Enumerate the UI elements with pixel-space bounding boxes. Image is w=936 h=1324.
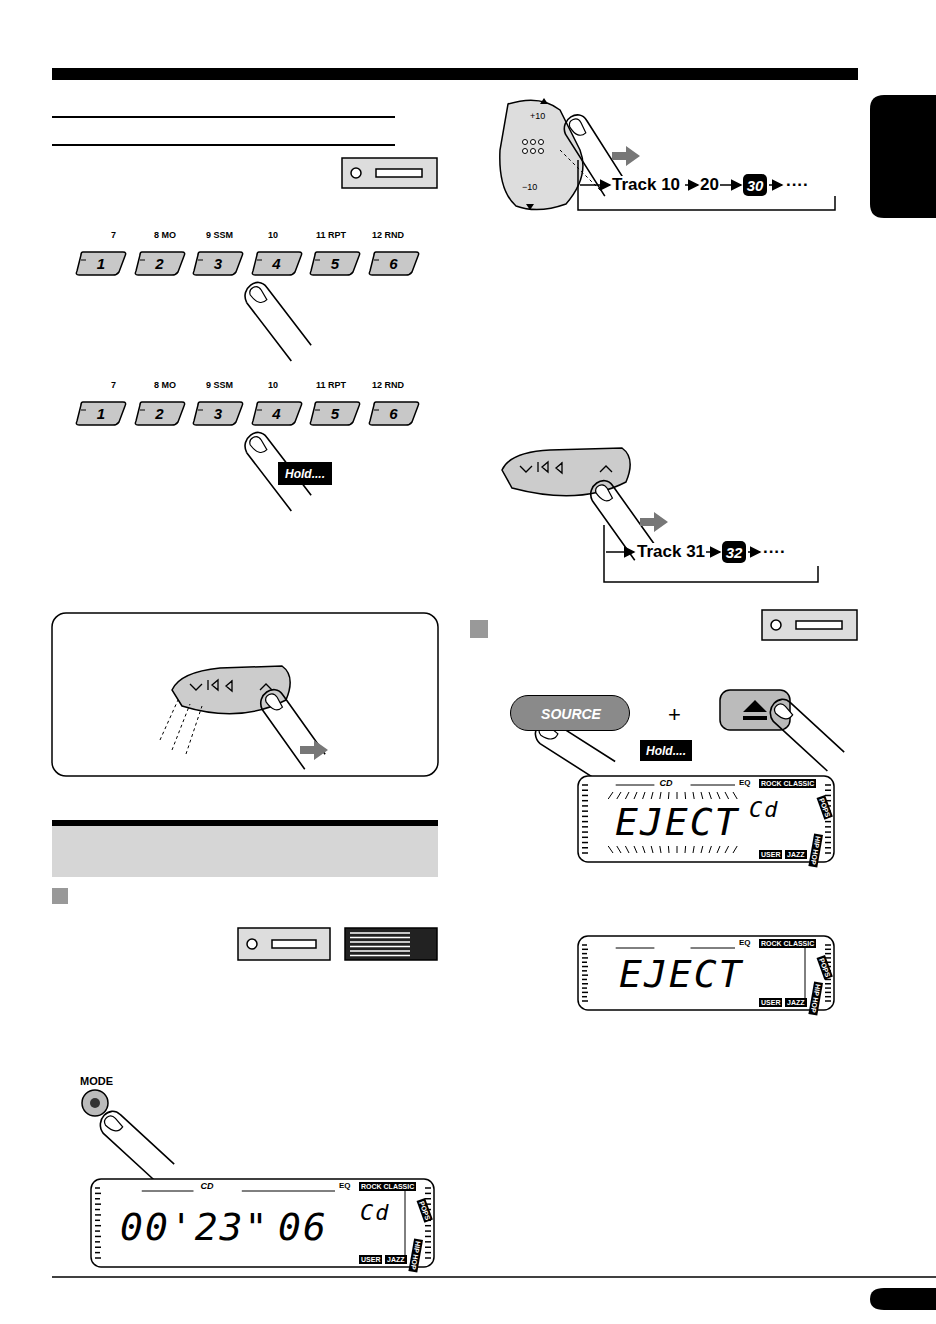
track-sequence: ···· <box>786 176 809 193</box>
display-text: CD <box>200 1182 213 1191</box>
button-caption: 7 <box>111 381 116 390</box>
button-caption: 9 SSM <box>206 231 233 240</box>
display-text: EQ <box>339 1182 351 1190</box>
preset-button: 5 <box>309 250 361 276</box>
button-number: 5 <box>331 256 339 271</box>
button-caption: 8 MO <box>154 381 176 390</box>
button-number: 4 <box>272 256 280 271</box>
lcd-display: EQROCK CLASSICPOPSHIP HOPUSERJAZZEJECT <box>577 935 835 1011</box>
display-text: Cd <box>360 1202 391 1224</box>
button-number: 2 <box>155 256 163 271</box>
preset-button: 4 <box>251 250 303 276</box>
display-text: ROCK CLASSIC <box>759 779 816 788</box>
button-number: 6 <box>389 256 397 271</box>
button-number: 1 <box>97 256 105 271</box>
preset-button: 3 <box>192 250 244 276</box>
remote-key-label: +10 <box>530 112 545 121</box>
track-sequence: ···· <box>763 543 786 560</box>
track-number: 32 <box>726 545 743 560</box>
display-text: EJECT <box>619 955 743 993</box>
source-button: SOURCE <box>510 695 630 731</box>
display-text: JAZZ <box>385 1255 407 1264</box>
track-sequence: Track 31 <box>637 543 705 560</box>
display-text: ROCK CLASSIC <box>359 1182 416 1191</box>
plus-sign: + <box>668 704 681 726</box>
preset-button: 6 <box>368 250 420 276</box>
display-text: ROCK CLASSIC <box>759 939 816 948</box>
display-text: JAZZ <box>785 998 807 1007</box>
track-sequence: Track 10 <box>612 176 680 193</box>
hold-text: Hold.... <box>646 745 686 757</box>
track-number-box: 32 <box>722 541 746 563</box>
preset-button: 2 <box>134 400 186 426</box>
button-caption: 10 <box>268 231 278 240</box>
display-text: EQ <box>739 779 751 787</box>
button-number: 4 <box>272 406 280 421</box>
button-caption: 11 RPT <box>316 381 346 390</box>
button-number: 6 <box>389 406 397 421</box>
preset-button: 6 <box>368 400 420 426</box>
button-caption: 12 RND <box>372 381 404 390</box>
display-text: 00'23" <box>120 1208 269 1246</box>
button-caption: MODE <box>80 1076 113 1087</box>
hold-text: Hold.... <box>285 468 325 480</box>
display-text: JAZZ <box>785 850 807 859</box>
display-text: EQ <box>739 939 751 947</box>
button-number: 3 <box>214 256 222 271</box>
preset-button: 3 <box>192 400 244 426</box>
button-caption: 12 RND <box>372 231 404 240</box>
track-sequence: 20 <box>700 176 719 193</box>
button-number: 1 <box>97 406 105 421</box>
button-number: 3 <box>214 406 222 421</box>
display-text: Cd <box>749 799 780 821</box>
lcd-display: CDEQROCK CLASSICPOPSHIP HOPUSERJAZZ00'23… <box>90 1178 435 1268</box>
button-caption: 8 MO <box>154 231 176 240</box>
remote-key-label: −10 <box>522 183 537 192</box>
preset-button: 2 <box>134 250 186 276</box>
button-number: 5 <box>331 406 339 421</box>
display-text: EJECT <box>615 803 739 841</box>
button-number: 2 <box>155 406 163 421</box>
display-text: USER <box>759 850 782 859</box>
display-text: CD <box>660 779 673 788</box>
display-text: 06 <box>278 1208 328 1246</box>
button-caption: 11 RPT <box>316 231 346 240</box>
lcd-display: CDEQROCK CLASSICPOPSHIP HOPUSERJAZZEJECT… <box>577 775 835 863</box>
display-text: USER <box>359 1255 382 1264</box>
button-caption: 9 SSM <box>206 381 233 390</box>
display-text: USER <box>759 998 782 1007</box>
hold-badge: Hold.... <box>278 462 332 485</box>
preset-button: 1 <box>75 400 127 426</box>
preset-button: 4 <box>251 400 303 426</box>
button-caption: 10 <box>268 381 278 390</box>
track-number-box: 30 <box>743 174 767 196</box>
button-label: SOURCE <box>541 707 601 721</box>
hold-badge: Hold.... <box>640 740 692 761</box>
preset-button: 1 <box>75 250 127 276</box>
track-number: 30 <box>747 178 764 193</box>
button-caption: 7 <box>111 231 116 240</box>
preset-button: 5 <box>309 400 361 426</box>
